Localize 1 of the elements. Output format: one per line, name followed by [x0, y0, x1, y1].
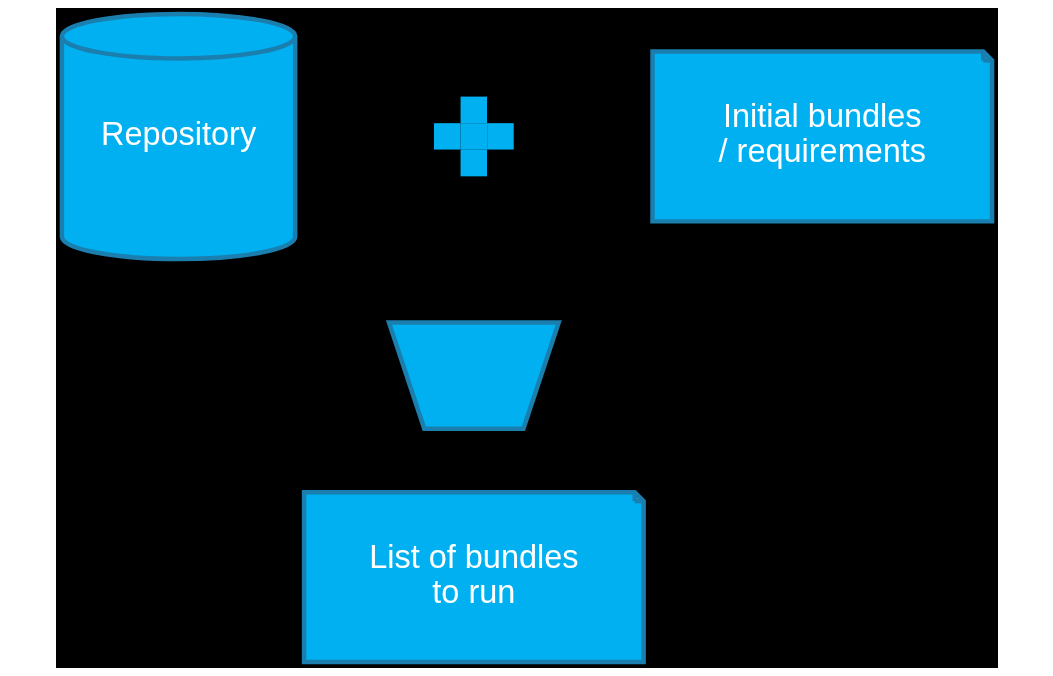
node-funnel: [385, 320, 562, 431]
